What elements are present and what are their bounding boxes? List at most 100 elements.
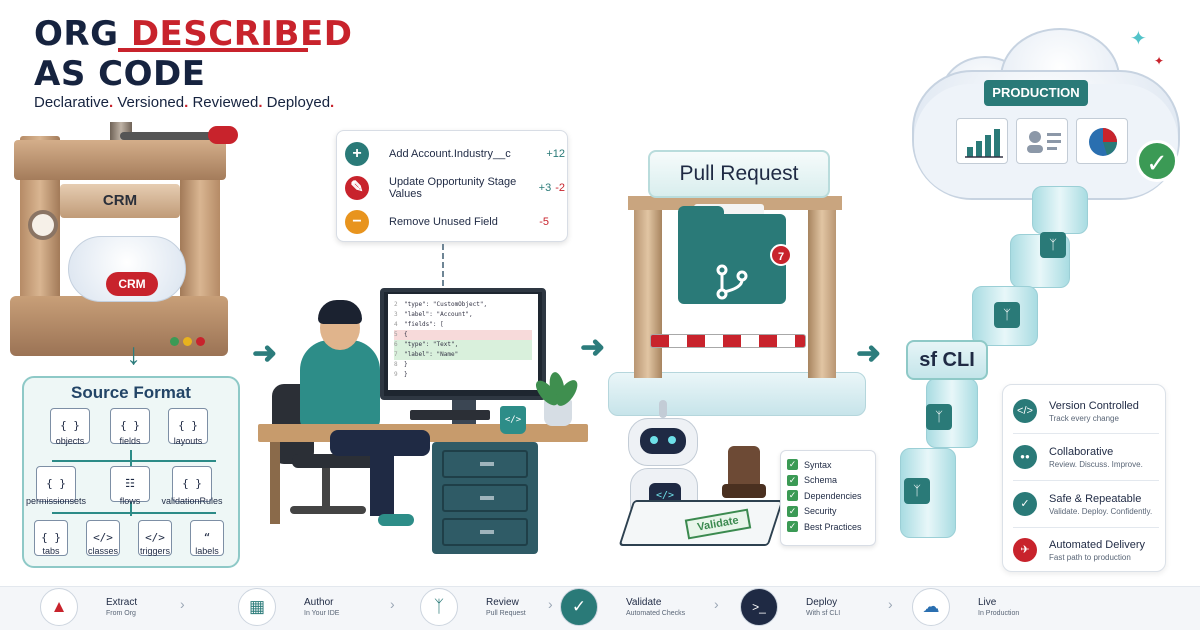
- step-title: Validate: [626, 597, 685, 608]
- press-lights: [170, 333, 209, 351]
- chevron-right-icon: ›: [548, 596, 553, 612]
- step-title: Deploy: [806, 597, 840, 608]
- check-item: ✓ Syntax: [787, 457, 869, 473]
- chevron-right-icon: ›: [390, 596, 395, 612]
- step-subtitle: Pull Request: [486, 610, 526, 617]
- divider: [1013, 433, 1159, 434]
- production-badge: PRODUCTION: [984, 80, 1088, 106]
- git-branch-icon: ᛉ: [904, 478, 930, 504]
- person-shin: [370, 446, 394, 516]
- rocket-icon: ✈: [1013, 538, 1037, 562]
- step-subtitle: With sf CLI: [806, 610, 840, 617]
- robot-eye: [650, 436, 658, 444]
- code-line: }: [404, 370, 408, 380]
- changes-card: + Add Account.Industry__c +12 ✎ Update O…: [336, 130, 568, 242]
- benefit-title: Collaborative: [1049, 446, 1143, 458]
- step-validate: ✓ ValidateAutomated Checks: [560, 588, 685, 626]
- code-line: }: [404, 360, 408, 370]
- change-text: Update Opportunity Stage Values: [389, 176, 539, 200]
- code-icon: </>: [1013, 399, 1037, 423]
- page-title: ORG DESCRIBED AS CODE: [34, 14, 352, 94]
- file-label: labels: [172, 546, 242, 556]
- checkbox-icon: ✓: [787, 521, 798, 532]
- check-label: Security: [804, 506, 837, 516]
- benefit-item: ✓ Safe & RepeatableValidate. Deploy. Con…: [1013, 482, 1159, 526]
- check-item: ✓Best Practices: [787, 519, 869, 535]
- minus-icon: −: [345, 210, 369, 234]
- stamp-base: [722, 484, 766, 498]
- arrow-right-icon: ➜: [580, 330, 605, 365]
- profile-card-icon: [1016, 118, 1068, 164]
- notification-badge: 7: [770, 244, 792, 266]
- code-line: "label": "Name": [404, 350, 458, 360]
- file-label: layouts: [153, 436, 223, 446]
- benefit-title: Automated Delivery: [1049, 539, 1145, 551]
- tree-connector: [130, 450, 132, 466]
- keyboard: [410, 410, 490, 420]
- pr-platform: [608, 372, 866, 416]
- checkbox-icon: ✓: [787, 475, 798, 486]
- pipe-segment: [1032, 186, 1088, 234]
- check-item: ✓Dependencies: [787, 488, 869, 504]
- drawer: [442, 450, 528, 478]
- line-number: 5: [394, 330, 404, 340]
- chair-seat: [292, 454, 382, 468]
- git-branch-icon: ᛉ: [420, 588, 458, 626]
- change-delta-minus: -2: [555, 182, 565, 194]
- press-top-beam: [14, 140, 226, 180]
- file-label: flows: [95, 496, 165, 506]
- light-icon: [196, 337, 205, 346]
- robot-visor: [640, 428, 686, 454]
- line-number: 8: [394, 360, 404, 370]
- change-delta-minus: -5: [539, 216, 549, 228]
- plus-icon: +: [345, 142, 369, 166]
- press-knob: [208, 126, 238, 144]
- git-branch-icon: ᛉ: [994, 302, 1020, 328]
- step-extract: ▲ ExtractFrom Org: [40, 588, 137, 626]
- terminal-icon: >_: [740, 588, 778, 626]
- tree-connector: [52, 512, 216, 514]
- step-review: ᛉ ReviewPull Request: [420, 588, 526, 626]
- benefit-title: Safe & Repeatable: [1049, 493, 1152, 505]
- change-row: − Remove Unused Field -5: [345, 207, 565, 237]
- file-label: permissionsets: [21, 496, 91, 506]
- check-label: Syntax: [804, 460, 832, 470]
- step-title: Author: [304, 597, 339, 608]
- benefit-item: </> Version ControlledTrack every change: [1013, 389, 1159, 433]
- chevron-right-icon: ›: [180, 596, 185, 612]
- arrow-down-icon: ↓: [126, 338, 141, 372]
- source-format-title: Source Format: [22, 383, 240, 403]
- checkbox-icon: ✓: [787, 459, 798, 470]
- drawer: [442, 518, 528, 546]
- check-label: Dependencies: [804, 491, 862, 501]
- arrow-right-icon: ➜: [856, 336, 881, 371]
- light-icon: [170, 337, 179, 346]
- step-author: ▦ AuthorIn Your IDE: [238, 588, 339, 626]
- code-mug-icon: </>: [500, 406, 526, 434]
- code-line: "type": "CustomObject",: [404, 300, 487, 310]
- arrow-right-icon: ➜: [252, 336, 277, 371]
- press-plate: CRM: [60, 184, 180, 218]
- benefit-subtitle: Fast path to production: [1049, 553, 1145, 562]
- pull-request-banner: Pull Request: [648, 150, 830, 198]
- step-subtitle: From Org: [106, 610, 137, 617]
- dashed-connector: [442, 244, 444, 286]
- person-hair: [318, 300, 362, 324]
- pressure-gauge-icon: [28, 210, 58, 240]
- bar-chart-icon: [956, 118, 1008, 164]
- title-underline: [118, 48, 308, 52]
- gate-barrier: [650, 334, 806, 348]
- title-part1: ORG: [34, 14, 131, 54]
- check-label: Schema: [804, 475, 837, 485]
- code-line: "label": "Account",: [404, 310, 473, 320]
- shoe: [378, 514, 414, 526]
- git-branch-icon: ᛉ: [1040, 232, 1066, 258]
- pencil-icon: ✎: [345, 176, 369, 200]
- people-icon: ●●: [1013, 445, 1037, 469]
- press-icon: ▲: [40, 588, 78, 626]
- checks-card: ✓Syntax ✓Schema ✓Dependencies ✓Security …: [780, 450, 876, 546]
- code-line: "type": "Text",: [404, 340, 458, 350]
